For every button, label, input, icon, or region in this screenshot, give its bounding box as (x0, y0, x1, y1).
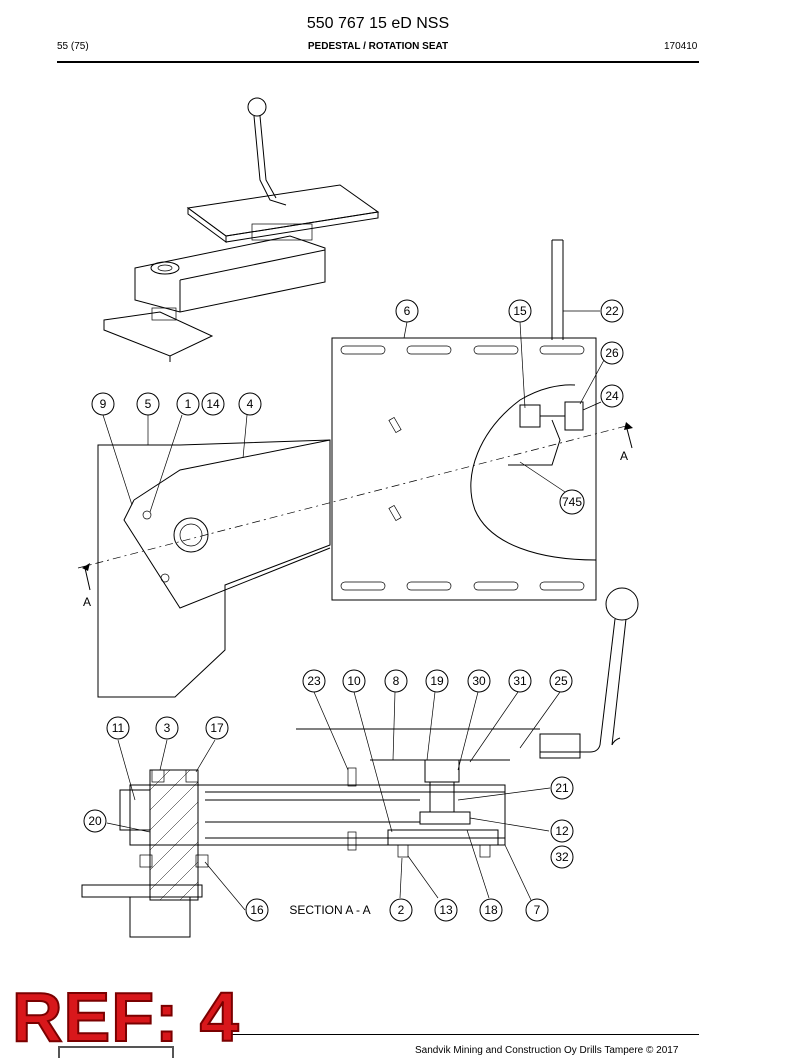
callout-23: 23 (302, 669, 326, 693)
svg-text:9: 9 (100, 397, 107, 411)
callout-13: 13 (434, 898, 458, 922)
svg-text:24: 24 (605, 389, 619, 403)
svg-text:21: 21 (555, 781, 569, 795)
callout-17: 17 (205, 716, 229, 740)
callout-32: 32 (550, 845, 574, 869)
svg-text:8: 8 (393, 674, 400, 688)
svg-text:11: 11 (112, 721, 125, 735)
svg-text:22: 22 (605, 304, 619, 318)
page-number: 55 (75) (57, 41, 89, 52)
cut-label-right: A (620, 449, 628, 463)
section-title: PEDESTAL / ROTATION SEAT (307, 41, 449, 52)
footer-copyright: Sandvik Mining and Construction Oy Drill… (415, 1045, 679, 1056)
svg-text:7: 7 (534, 903, 541, 917)
svg-text:10: 10 (347, 674, 361, 688)
svg-text:6: 6 (404, 304, 411, 318)
callout-12: 12 (550, 819, 574, 843)
callout-25: 25 (549, 669, 573, 693)
svg-text:19: 19 (430, 674, 444, 688)
ref-stamp: REF: 4 (11, 978, 240, 1056)
callout-10: 10 (342, 669, 366, 693)
plan-view (77, 239, 633, 698)
svg-text:23: 23 (307, 674, 321, 688)
callout-22: 22 (600, 299, 624, 323)
callout-24: 24 (600, 384, 624, 408)
svg-text:12: 12 (555, 824, 569, 838)
svg-text:1: 1 (185, 397, 192, 411)
svg-text:3: 3 (164, 721, 171, 735)
svg-text:32: 32 (555, 850, 569, 864)
callout-16: 16 (245, 898, 269, 922)
svg-text:30: 30 (472, 674, 486, 688)
cut-label-left: A (83, 595, 91, 609)
svg-text:18: 18 (484, 903, 498, 917)
section-a-a (81, 587, 639, 938)
date-code: 170410 (664, 41, 698, 52)
svg-text:31: 31 (513, 674, 527, 688)
svg-text:13: 13 (439, 903, 453, 917)
section-label: SECTION A - A (289, 903, 370, 917)
iso-seat-assembly (103, 97, 380, 362)
svg-text:16: 16 (250, 903, 264, 917)
svg-text:14: 14 (206, 397, 220, 411)
callout-745: 745 (559, 489, 585, 515)
callout-11: 11 (106, 716, 130, 740)
header-rule (57, 61, 699, 63)
svg-text:25: 25 (554, 674, 568, 688)
callout-26: 26 (600, 341, 624, 365)
callout-31: 31 (508, 669, 532, 693)
document-title: 550 767 15 eD NSS (306, 15, 450, 32)
callout-4: 4 (238, 392, 262, 416)
svg-text:2: 2 (398, 903, 405, 917)
callout-6: 6 (395, 299, 419, 323)
svg-text:5: 5 (145, 397, 152, 411)
callout-8: 8 (384, 669, 408, 693)
callout-7: 7 (525, 898, 549, 922)
callout-5: 5 (136, 392, 160, 416)
callout-1: 1 (176, 392, 200, 416)
callout-15: 15 (508, 299, 532, 323)
footer-rule (230, 1034, 699, 1035)
callout-30: 30 (467, 669, 491, 693)
callout-3: 3 (155, 716, 179, 740)
callout-2: 2 (389, 898, 413, 922)
svg-text:4: 4 (247, 397, 254, 411)
callout-21: 21 (550, 776, 574, 800)
svg-text:20: 20 (88, 814, 102, 828)
svg-text:15: 15 (513, 304, 527, 318)
svg-text:17: 17 (210, 721, 224, 735)
callout-9: 9 (91, 392, 115, 416)
callout-20: 20 (83, 809, 107, 833)
callout-18: 18 (479, 898, 503, 922)
svg-text:26: 26 (605, 346, 619, 360)
svg-text:745: 745 (562, 495, 582, 509)
callout-14: 14 (201, 392, 225, 416)
callout-19: 19 (425, 669, 449, 693)
leader-lines (102, 310, 605, 911)
